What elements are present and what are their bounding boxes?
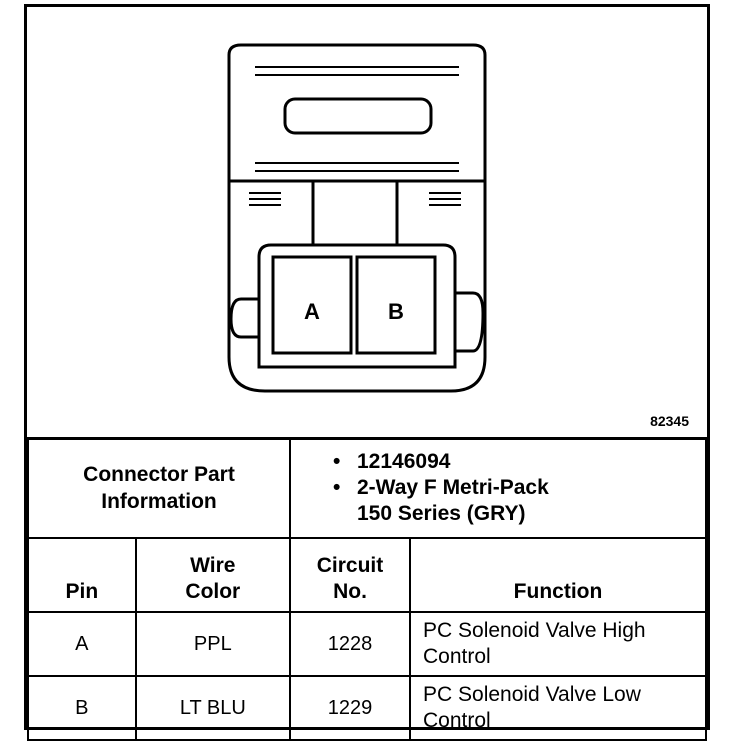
header-row: Pin Wire Color Circuit No. Function <box>27 537 707 613</box>
connector-drawing: A B <box>227 43 487 393</box>
function-line2: Control <box>423 645 491 668</box>
connector-table: Connector Part Information 12146094 2-Wa… <box>27 437 707 741</box>
wire-color-cell: LT BLU <box>134 675 292 741</box>
header-wire-color-line2: Color <box>185 580 241 603</box>
pin-cell: B <box>27 675 137 741</box>
function-cell: PC Solenoid Valve High Control <box>409 611 707 677</box>
connector-info-label: Connector Part Information <box>27 437 291 539</box>
function-line2: Control <box>423 709 491 732</box>
connector-description: 2-Way F Metri-Pack 150 Series (GRY) <box>331 475 705 527</box>
header-function: Function <box>409 537 707 613</box>
connector-info-values: 12146094 2-Way F Metri-Pack 150 Series (… <box>289 437 707 539</box>
connector-description-line1: 2-Way F Metri-Pack <box>357 476 549 499</box>
header-circuit: Circuit No. <box>289 537 411 613</box>
connector-info-label-line1: Connector Part <box>83 463 235 486</box>
header-pin: Pin <box>27 537 137 613</box>
circuit-cell: 1229 <box>289 675 411 741</box>
figure-id: 82345 <box>650 413 689 429</box>
connector-info-label-line2: Information <box>101 490 217 513</box>
table-row: A PPL 1228 PC Solenoid Valve High Contro… <box>27 611 707 677</box>
table-row: B LT BLU 1229 PC Solenoid Valve Low Cont… <box>27 675 707 741</box>
part-number: 12146094 <box>331 449 705 475</box>
header-circuit-line1: Circuit <box>316 554 384 577</box>
pin-a-label: A <box>304 299 320 324</box>
connector-info-row: Connector Part Information 12146094 2-Wa… <box>27 437 707 539</box>
wire-color-cell: PPL <box>134 611 292 677</box>
header-wire-color: Wire Color <box>134 537 292 613</box>
connector-diagram: A B 82345 <box>27 7 707 440</box>
pin-cell: A <box>27 611 137 677</box>
connector-page: A B 82345 Connector Part Information 121… <box>24 4 710 741</box>
connector-description-line2: 150 Series (GRY) <box>357 502 526 525</box>
function-cell: PC Solenoid Valve Low Control <box>409 675 707 741</box>
header-wire-color-line1: Wire <box>190 554 236 577</box>
header-circuit-line2: No. <box>333 580 367 603</box>
function-line1: PC Solenoid Valve Low <box>423 683 641 706</box>
function-line1: PC Solenoid Valve High <box>423 619 646 642</box>
circuit-cell: 1228 <box>289 611 411 677</box>
pin-b-label: B <box>388 299 404 324</box>
